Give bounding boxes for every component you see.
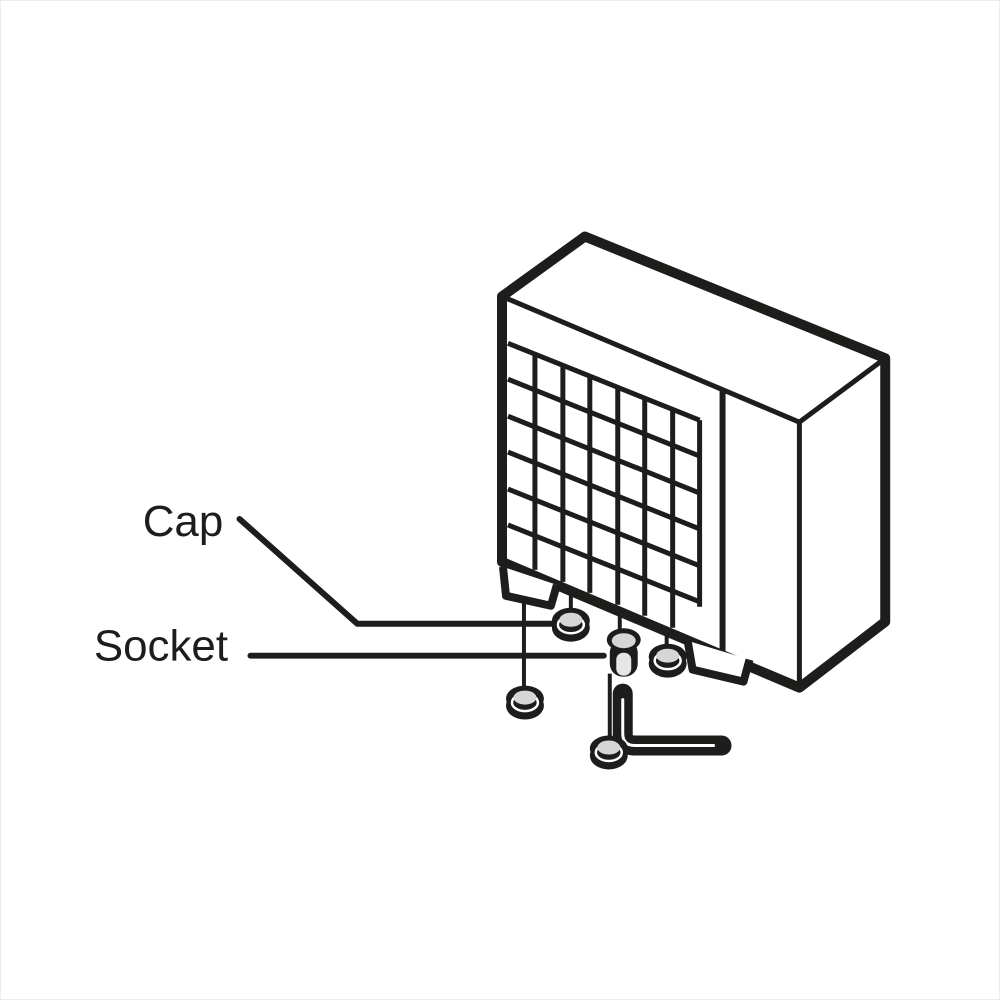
mounting-foot-right — [683, 640, 754, 686]
socket — [606, 628, 641, 677]
unit-outline — [497, 231, 891, 693]
cap-3 — [647, 642, 688, 679]
outdoor-unit — [497, 231, 891, 693]
socket-label: Socket — [94, 622, 228, 671]
cap-leader-line — [236, 515, 557, 627]
cap-label: Cap — [143, 497, 224, 546]
unit-top-face — [501, 236, 886, 423]
unit-side-face — [799, 358, 886, 688]
unit-grille — [507, 340, 703, 628]
unit-inner-edges — [499, 293, 888, 691]
cap-2 — [504, 684, 546, 721]
cap-4 — [588, 734, 629, 771]
connector-lines — [521, 591, 669, 740]
hex-wrench — [612, 683, 732, 756]
mounting-foot-left — [499, 566, 561, 610]
cap-1 — [550, 606, 592, 643]
